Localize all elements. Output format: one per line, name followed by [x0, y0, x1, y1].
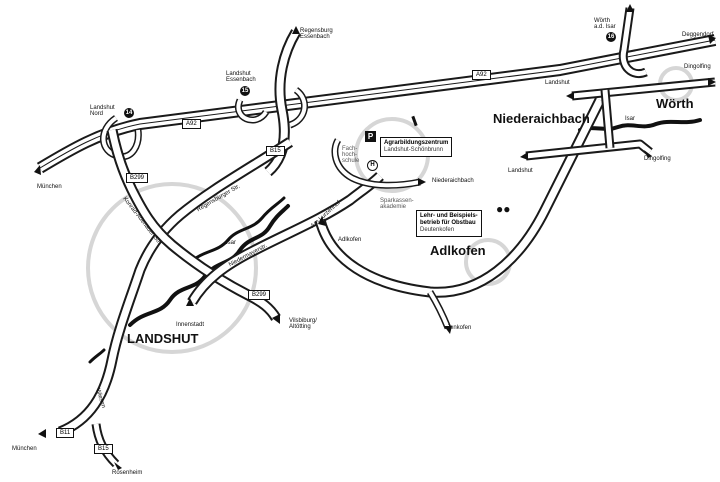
arrow-niederaichbach: [418, 178, 426, 186]
city-landshut: LANDSHUT: [127, 331, 199, 346]
label-landshut-niederaichbach: Landshut: [545, 80, 570, 86]
arrow-dingolfing-right: [644, 150, 652, 158]
arrow-woerth: [626, 4, 634, 12]
isar-river-south: [88, 348, 106, 364]
exit-15-badge: 15: [240, 86, 250, 96]
label-deggendorf: Deggendorf: [682, 32, 714, 38]
label-woerth-isar: Wörth a.d. Isar: [594, 18, 616, 30]
agrar-title: Agrarbildungszentrum: [384, 140, 449, 146]
city-niederaichbach: Niederaichbach: [493, 111, 590, 126]
b15-shield-top: B15: [266, 146, 285, 156]
obstbau-box: Lehr- und Beispiels- betrieb für Obstbau…: [416, 210, 482, 237]
arrow-vilsbiburg: [272, 314, 280, 324]
label-muenchen-bottom: München: [12, 446, 37, 452]
a92-shield-west: A92: [182, 119, 201, 129]
river-label-isar-east: Isar: [625, 116, 636, 122]
label-innenstadt: Innenstadt: [176, 322, 205, 328]
b15-shield-bottom: B15: [94, 444, 113, 454]
arrow-landshut-lower: [520, 152, 528, 160]
arrow-adlkofen: [318, 216, 326, 226]
city-adlkofen: Adlkofen: [430, 243, 486, 258]
direction-arrows: [34, 4, 716, 470]
isar-river-west-b: [188, 196, 286, 264]
label-landshut-essenbach: Landshut Essenbach: [226, 71, 256, 83]
obstbau-title: Lehr- und Beispiels- betrieb für Obstbau: [420, 213, 478, 226]
label-niederaichbach-dir: Niederaichbach: [432, 178, 474, 184]
exit-16-badge: 16: [606, 32, 616, 42]
label-sparkassenakademie: Sparkassen- akademie: [380, 198, 414, 210]
arrow-landshut-nb: [566, 92, 574, 100]
roads: [36, 7, 717, 468]
agrar-subtitle: Landshut-Schönbrunn: [384, 147, 444, 153]
arrow-rosenheim: [114, 462, 122, 470]
arrow-innenstadt: [186, 298, 194, 306]
agrar-box: Agrarbildungszentrum Landshut-Schönbrunn: [380, 137, 453, 157]
arrow-muenchen-top: [34, 165, 41, 175]
label-muenchen-top: München: [37, 184, 62, 190]
b11-shield: B11: [56, 428, 75, 438]
city-woerth: Wörth: [656, 96, 694, 111]
arrow-deggendorf: [708, 35, 716, 44]
label-landshut-lower: Landshut: [508, 168, 533, 174]
landshut-ring: [86, 182, 258, 354]
apple-icon: ●●: [496, 202, 511, 216]
river-label-isar: Isar: [226, 240, 237, 246]
arrow-muenchen-bottom: [38, 429, 46, 438]
label-landshut-nord: Landshut Nord: [90, 105, 115, 117]
a92-shield-east: A92: [472, 70, 491, 80]
bus-stop-icon: H: [367, 160, 378, 171]
arrow-jenkofen: [444, 326, 452, 334]
label-rosenheim: Rosenheim: [112, 470, 143, 476]
obstbau-subtitle: Deutenkofen: [420, 227, 455, 233]
label-dingolfing-top: Dingolfing: [684, 64, 711, 70]
isar-river-east: [578, 118, 702, 132]
arrow-regensburg: [292, 26, 300, 34]
label-vilsbiburg: Vilsbiburg/ Altötting: [289, 318, 317, 330]
label-regensburg: Regensburg Essenbach: [300, 28, 333, 40]
b299-shield-mid: B299: [248, 290, 271, 300]
arrow-dingolfing-top: [708, 78, 716, 86]
parking-icon: P: [365, 131, 376, 142]
label-adlkofen-dir: Adlkofen: [338, 237, 362, 243]
label-dingolfing-right: Dingolfing: [644, 156, 671, 162]
label-jenkofen: Jenkofen: [447, 325, 472, 331]
exit-14-badge: 14: [124, 108, 134, 118]
b299-shield-left: B299: [126, 173, 149, 183]
label-fachhochschule: Fach- hoch- schule: [342, 146, 360, 164]
